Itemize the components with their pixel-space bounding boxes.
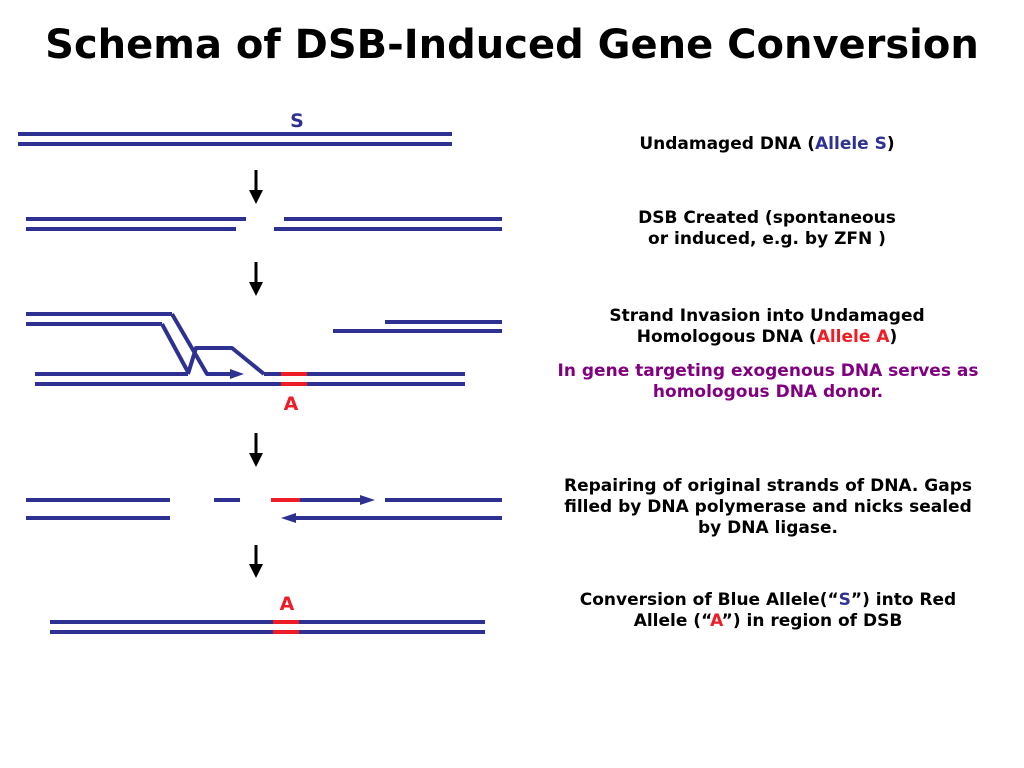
down-arrow-icon (249, 262, 263, 296)
allele-s-label: S (290, 110, 304, 132)
caption-step4: Repairing of original strands of DNA. Ga… (564, 476, 972, 538)
caption-step2: DSB Created (spontaneous or induced, e.g… (638, 208, 896, 249)
step5-dna (50, 620, 485, 634)
allele-a-text: Allele A (816, 327, 890, 347)
allele-s-text: S (838, 590, 851, 610)
allele-a-marker (281, 372, 307, 386)
step1-dna (18, 132, 452, 146)
step2-dna (26, 217, 502, 231)
allele-a-marker (273, 620, 299, 634)
invading-strand (170, 312, 236, 376)
step4-dna (26, 495, 502, 523)
caption-step3-note: In gene targeting exogenous DNA serves a… (557, 361, 979, 402)
allele-a-text: A (710, 611, 722, 631)
caption-step1: Undamaged DNA (Allele S) (639, 134, 895, 154)
allele-a-label: A (280, 593, 295, 615)
page-title: Schema of DSB-Induced Gene Conversion (45, 22, 979, 68)
caption-step3: Strand Invasion into Undamaged Homologou… (609, 306, 925, 347)
allele-a-label: A (284, 393, 299, 415)
step3-dna (26, 312, 502, 386)
down-arrow-icon (249, 433, 263, 467)
allele-s-text: Allele S (815, 134, 887, 154)
displacement-loop (186, 346, 266, 376)
down-arrow-icon (249, 545, 263, 578)
caption-step5: Conversion of Blue Allele(“S”) into Red … (579, 590, 957, 631)
down-arrow-icon (249, 170, 263, 204)
